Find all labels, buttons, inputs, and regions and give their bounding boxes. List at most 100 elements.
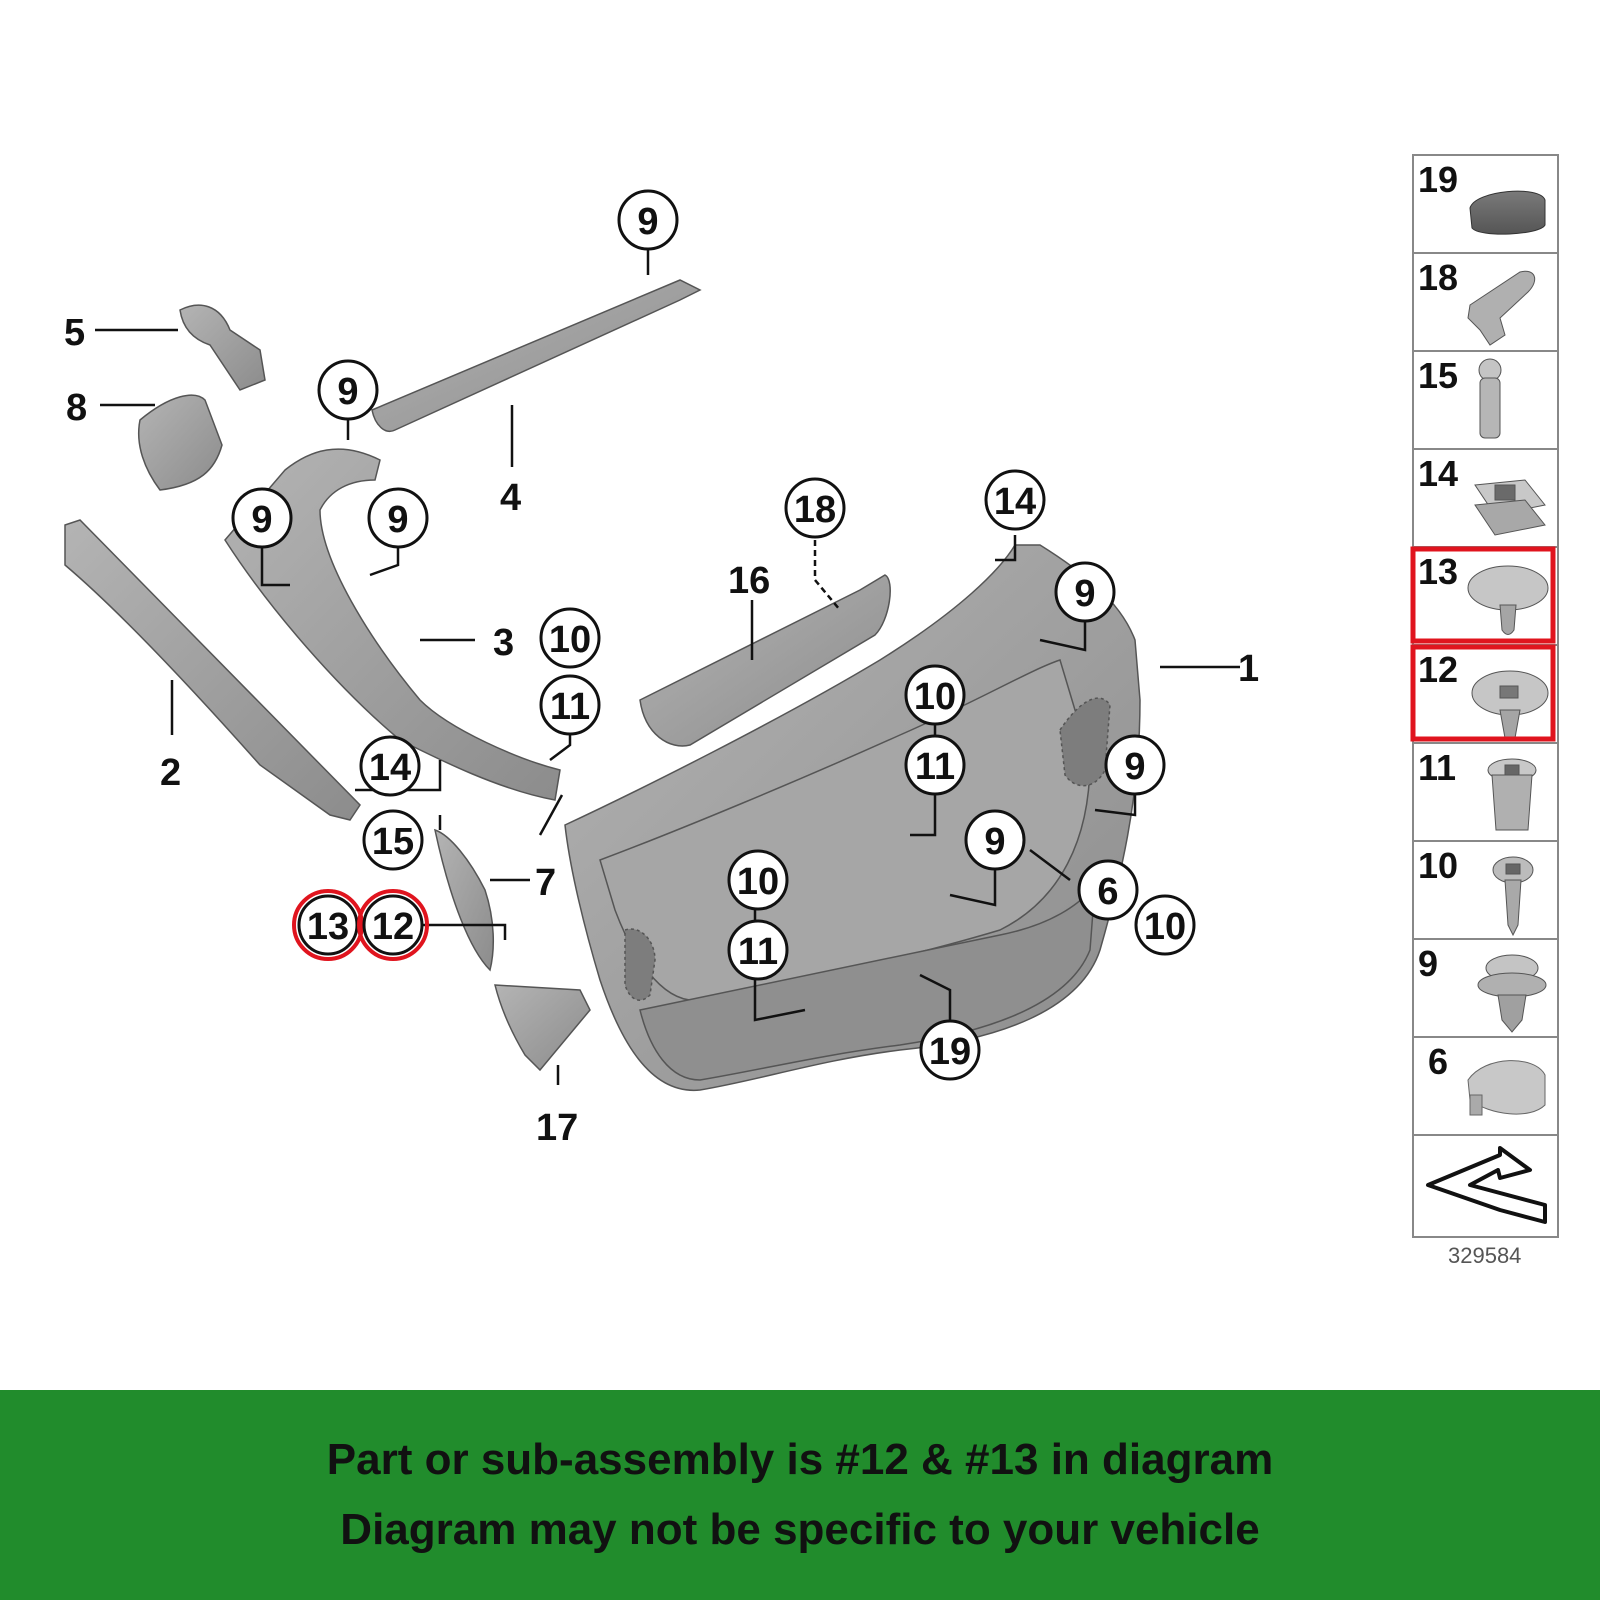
info-banner: Part or sub-assembly is #12 & #13 in dia…: [0, 1390, 1600, 1600]
callout-10-panel: 10: [904, 664, 966, 726]
svg-text:14: 14: [994, 481, 1036, 523]
part-7-small-trim: [433, 828, 495, 972]
callout-10-mid: 10: [539, 607, 601, 669]
svg-text:10: 10: [914, 676, 956, 718]
reference-code: 329584: [1448, 1243, 1521, 1268]
legend-item-14: 14: [1418, 453, 1546, 536]
banner-line-disclaimer: Diagram may not be specific to your vehi…: [340, 1505, 1260, 1554]
svg-text:13: 13: [1418, 551, 1458, 592]
svg-text:13: 13: [307, 906, 349, 948]
svg-text:19: 19: [929, 1031, 971, 1073]
legend-item-18: 18: [1418, 257, 1536, 346]
svg-text:9: 9: [1418, 943, 1438, 984]
legend-item-10: 10: [1418, 845, 1534, 937]
svg-text:10: 10: [1144, 906, 1186, 948]
callout-9-pillar: 9: [317, 359, 379, 421]
part-17-cover: [494, 984, 591, 1072]
callout-4: 4: [500, 477, 521, 519]
part-1-lower-band: [639, 882, 1096, 1081]
callout-11-panel-low: 11: [727, 919, 789, 981]
callout-19: 19: [919, 1019, 981, 1081]
parts-diagram: 5 8 4 3 2 16 1 7 17 9 9 9 9 10: [64, 154, 1559, 1268]
banner-line-parts: Part or sub-assembly is #12 & #13 in dia…: [326, 1435, 1274, 1484]
fir-tree-clip-icon: [1477, 954, 1547, 1033]
part-1-speaker-grille-left: [624, 928, 656, 1001]
svg-text:18: 18: [794, 489, 836, 531]
part-1-speaker-grille: [1059, 697, 1111, 787]
screw-icon: [1492, 856, 1534, 937]
svg-text:12: 12: [372, 906, 414, 948]
legend-item-11: 11: [1418, 747, 1537, 831]
callout-14-left: 14: [359, 735, 421, 797]
callout-8: 8: [66, 387, 87, 429]
callout-9-panel-top: 9: [1054, 561, 1116, 623]
svg-text:10: 10: [549, 619, 591, 661]
nut-clip-icon: [1474, 479, 1546, 536]
callout-18: 18: [784, 477, 846, 539]
callout-5: 5: [64, 312, 85, 354]
callout-9-right: 9: [367, 487, 429, 549]
svg-text:10: 10: [1418, 845, 1458, 886]
clip-nut-icon: [1487, 758, 1537, 831]
svg-text:9: 9: [337, 371, 358, 413]
callout-6: 6: [1077, 859, 1139, 921]
callout-7: 7: [535, 862, 556, 904]
svg-text:9: 9: [1124, 746, 1145, 788]
svg-text:15: 15: [372, 821, 414, 863]
plug-icon: [1469, 190, 1546, 235]
svg-text:11: 11: [738, 931, 778, 973]
stud-icon: [1478, 358, 1502, 439]
callout-16: 16: [728, 560, 770, 602]
svg-text:11: 11: [550, 686, 590, 728]
svg-text:15: 15: [1418, 355, 1458, 396]
svg-text:9: 9: [637, 201, 658, 243]
parts-legend: 19 18 15 14 13: [1410, 154, 1559, 1268]
legend-item-15: 15: [1418, 355, 1502, 439]
svg-text:14: 14: [1418, 453, 1458, 494]
callout-10-panel-right: 10: [1134, 894, 1196, 956]
svg-text:9: 9: [1074, 573, 1095, 615]
legend-item-13: 13: [1418, 551, 1549, 635]
svg-text:19: 19: [1418, 159, 1458, 200]
clip-icon: [1467, 270, 1536, 346]
direction-arrow-icon: [1426, 1146, 1547, 1224]
callout-11-mid: 11: [539, 674, 601, 736]
svg-text:10: 10: [737, 861, 779, 903]
part-16-upper-panel: [639, 574, 891, 747]
svg-text:6: 6: [1097, 871, 1118, 913]
callout-3: 3: [493, 622, 514, 664]
callout-2: 2: [160, 752, 181, 794]
callouts: 5 8 4 3 2 16 1 7 17 9 9 9 9 10: [64, 189, 1259, 1149]
push-rivet-icon: [1467, 565, 1549, 635]
legend-highlight-13: [1410, 546, 1556, 644]
svg-text:18: 18: [1418, 257, 1458, 298]
legend-item-6: 6: [1428, 1041, 1546, 1116]
svg-text:12: 12: [1418, 649, 1458, 690]
part-3-side-trim: [224, 448, 561, 801]
expanding-rivet-icon: [1471, 670, 1549, 742]
callout-10-panel-low: 10: [727, 849, 789, 911]
part-8-bracket: [138, 394, 223, 491]
svg-text:9: 9: [251, 499, 272, 541]
callout-11-panel: 11: [904, 734, 966, 796]
svg-text:11: 11: [1418, 747, 1456, 788]
callout-15: 15: [362, 809, 424, 871]
svg-text:9: 9: [387, 499, 408, 541]
legend-item-12: 12: [1418, 649, 1549, 742]
callout-13-highlighted: 13: [292, 889, 364, 961]
part-5-duct: [179, 304, 266, 391]
callout-9-top: 9: [617, 189, 679, 251]
callout-14-right: 14: [984, 469, 1046, 531]
part-2-pillar-strip: [64, 519, 361, 821]
legend-highlight-12: [1410, 644, 1556, 742]
svg-text:6: 6: [1428, 1041, 1448, 1082]
callout-17: 17: [536, 1107, 578, 1149]
svg-text:11: 11: [915, 746, 955, 788]
legend-item-9: 9: [1418, 943, 1547, 1033]
callout-9-left: 9: [231, 487, 293, 549]
part-shapes: [64, 279, 1141, 1091]
svg-text:14: 14: [369, 747, 411, 789]
cover-cap-icon: [1467, 1060, 1546, 1115]
part-4-header-trim: [371, 279, 702, 432]
